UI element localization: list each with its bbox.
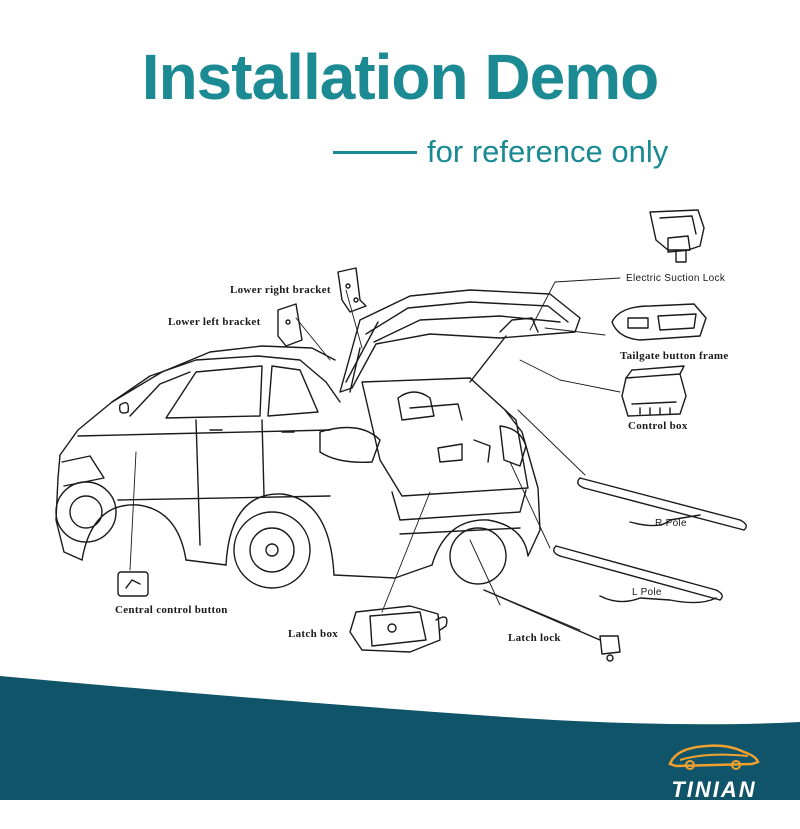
car-icon (668, 744, 760, 770)
label-lower-right-bracket: Lower right bracket (230, 284, 331, 296)
brand-name-line1: TINIAN (671, 777, 757, 802)
label-l-pole: L Pole (632, 587, 662, 598)
control-box-part (621, 365, 687, 417)
label-electric-suction-lock: Electric Suction Lock (626, 273, 726, 284)
central-control-button-part (117, 571, 149, 597)
label-central-control-button: Central control button (115, 604, 228, 616)
latch-lock-part (483, 589, 621, 662)
tailgate-button-frame-part (611, 303, 707, 341)
r-pole-part (577, 477, 747, 531)
label-latch-lock: Latch lock (508, 632, 561, 644)
installation-diagram (55, 209, 747, 662)
label-control-box: Control box (628, 420, 688, 432)
label-lower-left-bracket: Lower left bracket (168, 316, 261, 328)
page-subtitle: for reference only (427, 134, 669, 169)
page-title: Installation Demo (141, 41, 659, 113)
electric-suction-lock-part (649, 209, 705, 263)
lower-left-bracket-part (277, 303, 303, 347)
label-tailgate-button-frame: Tailgate button frame (620, 350, 729, 362)
l-pole-part (553, 545, 723, 604)
latch-box-part (349, 605, 448, 653)
subtitle-rule (333, 150, 417, 154)
lower-right-bracket-part (337, 267, 367, 313)
suv-illustration (55, 289, 581, 589)
label-r-pole: R Pole (655, 518, 687, 529)
subtitle-row: for reference only (333, 132, 668, 172)
brand-logo: TINIAN HHCT (666, 738, 762, 829)
label-latch-box: Latch box (288, 628, 339, 640)
brand-name-line2: HHCT (679, 803, 749, 828)
